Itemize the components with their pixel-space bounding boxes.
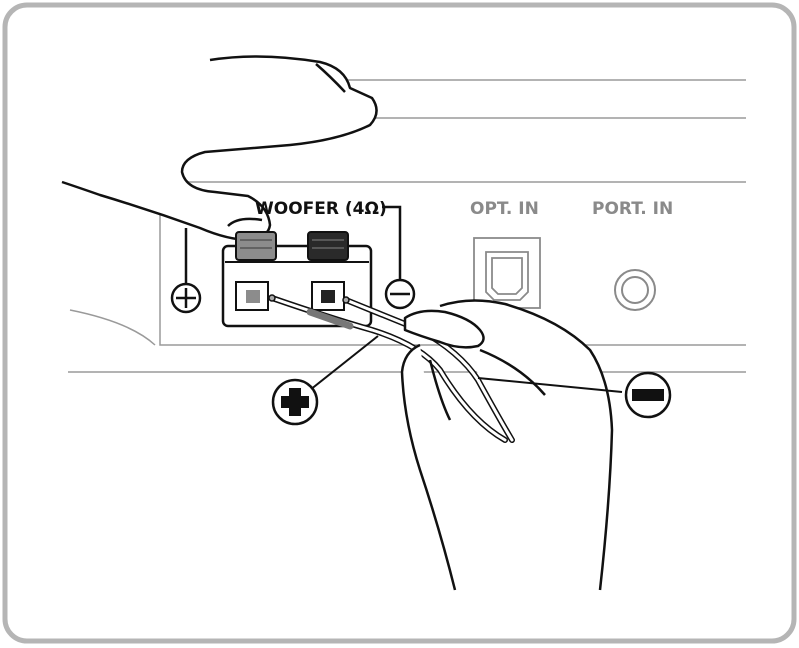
terminal-plus-clip[interactable] xyxy=(236,232,276,260)
speaker-terminal-block xyxy=(223,232,371,326)
minus-circle-outline-icon xyxy=(386,280,414,308)
minus-circle-filled-icon xyxy=(626,373,670,417)
port-in-label: PORT. IN xyxy=(592,199,673,219)
opt-in-label: OPT. IN xyxy=(470,199,539,219)
plus-circle-filled-icon xyxy=(273,380,317,424)
woofer-label: WOOFER (4Ω) xyxy=(255,199,387,219)
terminal-minus-clip[interactable] xyxy=(308,232,348,260)
plus-circle-outline-icon xyxy=(172,284,200,312)
